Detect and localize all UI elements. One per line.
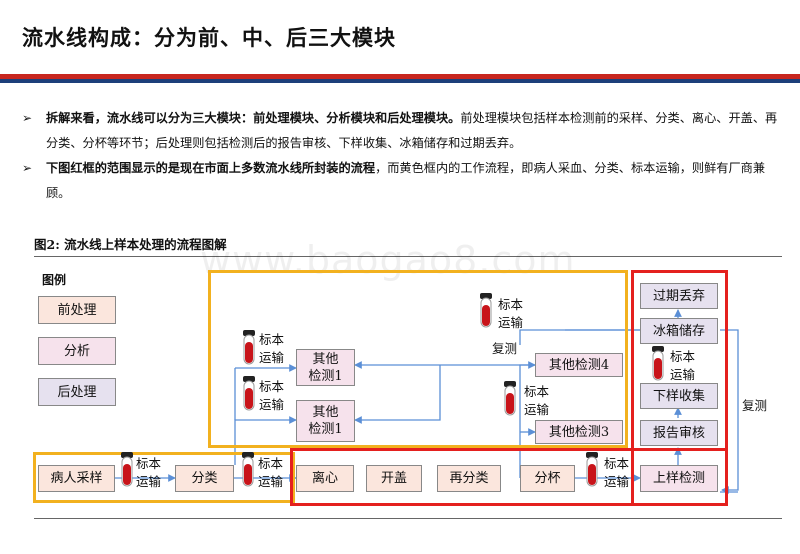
frame-yellow-bottom	[33, 452, 295, 503]
watermark: www.baogao8.com	[200, 238, 576, 282]
bullet-list: ➢ 拆解来看，流水线可以分为三大模块：前处理模块、分析模块和后处理模块。前处理模…	[22, 106, 782, 206]
label-retest-center: 复测	[492, 341, 518, 356]
label-retest-right: 复测	[742, 398, 768, 413]
node-expire-discard: 过期丢弃	[640, 283, 718, 309]
node-unload-collect: 下样收集	[640, 383, 718, 409]
node-uncap: 开盖	[366, 465, 422, 492]
legend-pre: 前处理	[38, 296, 116, 324]
sample-tube-icon	[242, 452, 254, 487]
label-transport-mid: 标本 运输	[524, 384, 550, 417]
sample-tube-icon	[586, 452, 598, 487]
legend-analysis: 分析	[38, 337, 116, 365]
node-aliquot: 分杯	[520, 465, 575, 492]
sample-tube-icon	[652, 346, 664, 381]
label-transport-post: 标本 运输	[670, 349, 696, 382]
node-reclassify: 再分类	[437, 465, 501, 492]
label-transport-bottom-3: 标本 运输	[604, 456, 630, 489]
figure-rule-top	[34, 256, 782, 257]
frame-yellow-top	[208, 270, 628, 448]
header-rule-blue	[0, 79, 800, 83]
bullet-2-bold: 下图红框的范围显示的是现在市面上多数流水线所封装的流程	[46, 161, 376, 175]
node-report-review: 报告审核	[640, 420, 718, 446]
bullet-2-text: ，而黄色框内的工作流程，即病人采血、分类、标本运输，则鲜有厂商兼顾。	[46, 161, 766, 200]
node-other-test-3: 其他检测3	[535, 420, 623, 444]
sample-tube-icon	[243, 376, 255, 411]
header-rule-red	[0, 74, 800, 79]
node-other-test-4: 其他检测4	[535, 353, 623, 377]
sample-tube-icon	[504, 381, 516, 416]
legend-title: 图例	[42, 273, 67, 287]
node-other-test-1a: 其他 检测1	[296, 349, 355, 386]
bullet-1-bold: 拆解来看，流水线可以分为三大模块：前处理模块、分析模块和后处理模块。	[46, 111, 461, 125]
figure-rule-bottom	[34, 518, 782, 519]
bullet-item-2: ➢ 下图红框的范围显示的是现在市面上多数流水线所封装的流程，而黄色框内的工作流程…	[22, 156, 782, 206]
node-centrifuge: 离心	[296, 465, 354, 492]
node-loading-test: 上样检测	[640, 465, 718, 492]
label-transport-left-2: 标本 运输	[259, 379, 285, 412]
bullet-arrow-icon: ➢	[22, 161, 33, 175]
sample-tube-icon	[480, 293, 492, 328]
bullet-1-text: 前处理模块包括样本检测前的采样、分类、离心、开盖、再分类、分杯等环节；后处理则包…	[46, 111, 778, 150]
bullet-arrow-icon: ➢	[22, 111, 33, 125]
frame-red-right	[631, 270, 728, 506]
node-fridge-store: 冰箱储存	[640, 318, 718, 344]
node-other-test-1b: 其他 检测1	[296, 400, 355, 442]
sample-tube-icon	[243, 330, 255, 365]
bullet-item-1: ➢ 拆解来看，流水线可以分为三大模块：前处理模块、分析模块和后处理模块。前处理模…	[22, 106, 782, 156]
sample-tube-icon	[121, 452, 133, 487]
label-transport-bottom-1: 标本 运输	[136, 456, 162, 489]
page-title: 流水线构成：分为前、中、后三大模块	[22, 25, 396, 50]
node-patient-blood: 病人采样	[38, 465, 115, 492]
label-transport-top: 标本 运输	[498, 297, 524, 330]
node-classify: 分类	[175, 465, 234, 492]
label-transport-bottom-2: 标本 运输	[258, 456, 284, 489]
figure-title: 图2: 流水线上样本处理的流程图解	[34, 237, 227, 252]
legend-post: 后处理	[38, 378, 116, 406]
label-transport-left-1: 标本 运输	[259, 332, 285, 365]
